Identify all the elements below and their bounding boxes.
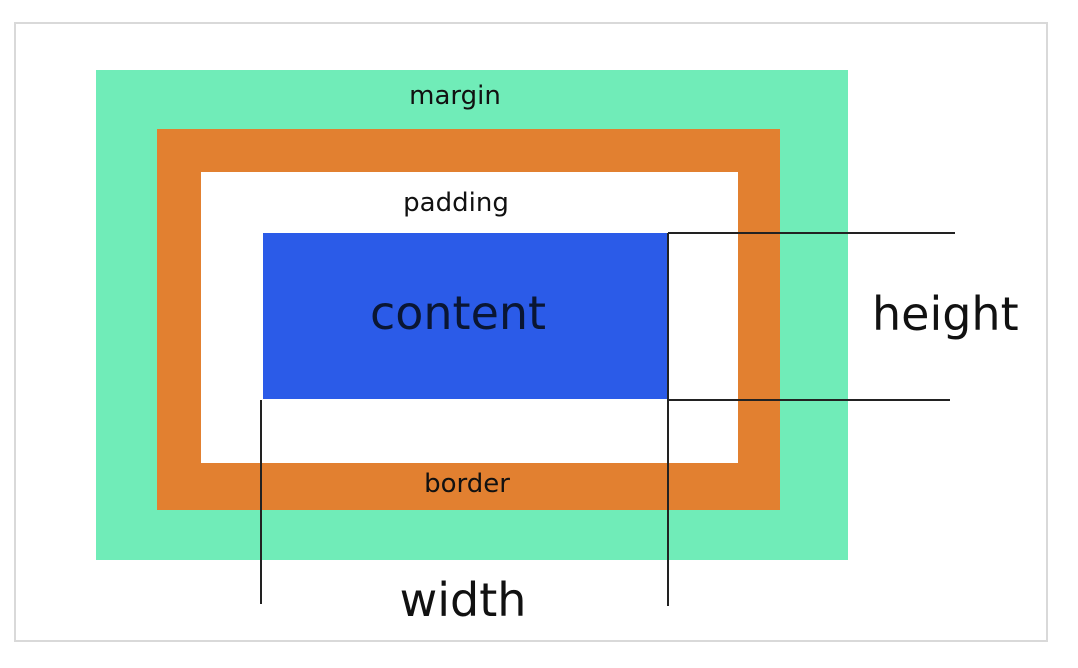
height-label: height — [872, 287, 1019, 341]
border-label: border — [424, 469, 510, 499]
padding-label: padding — [403, 188, 509, 218]
content-label: content — [369, 286, 547, 340]
margin-label: margin — [409, 81, 501, 111]
content-area — [263, 233, 668, 399]
width-label: width — [399, 573, 527, 627]
